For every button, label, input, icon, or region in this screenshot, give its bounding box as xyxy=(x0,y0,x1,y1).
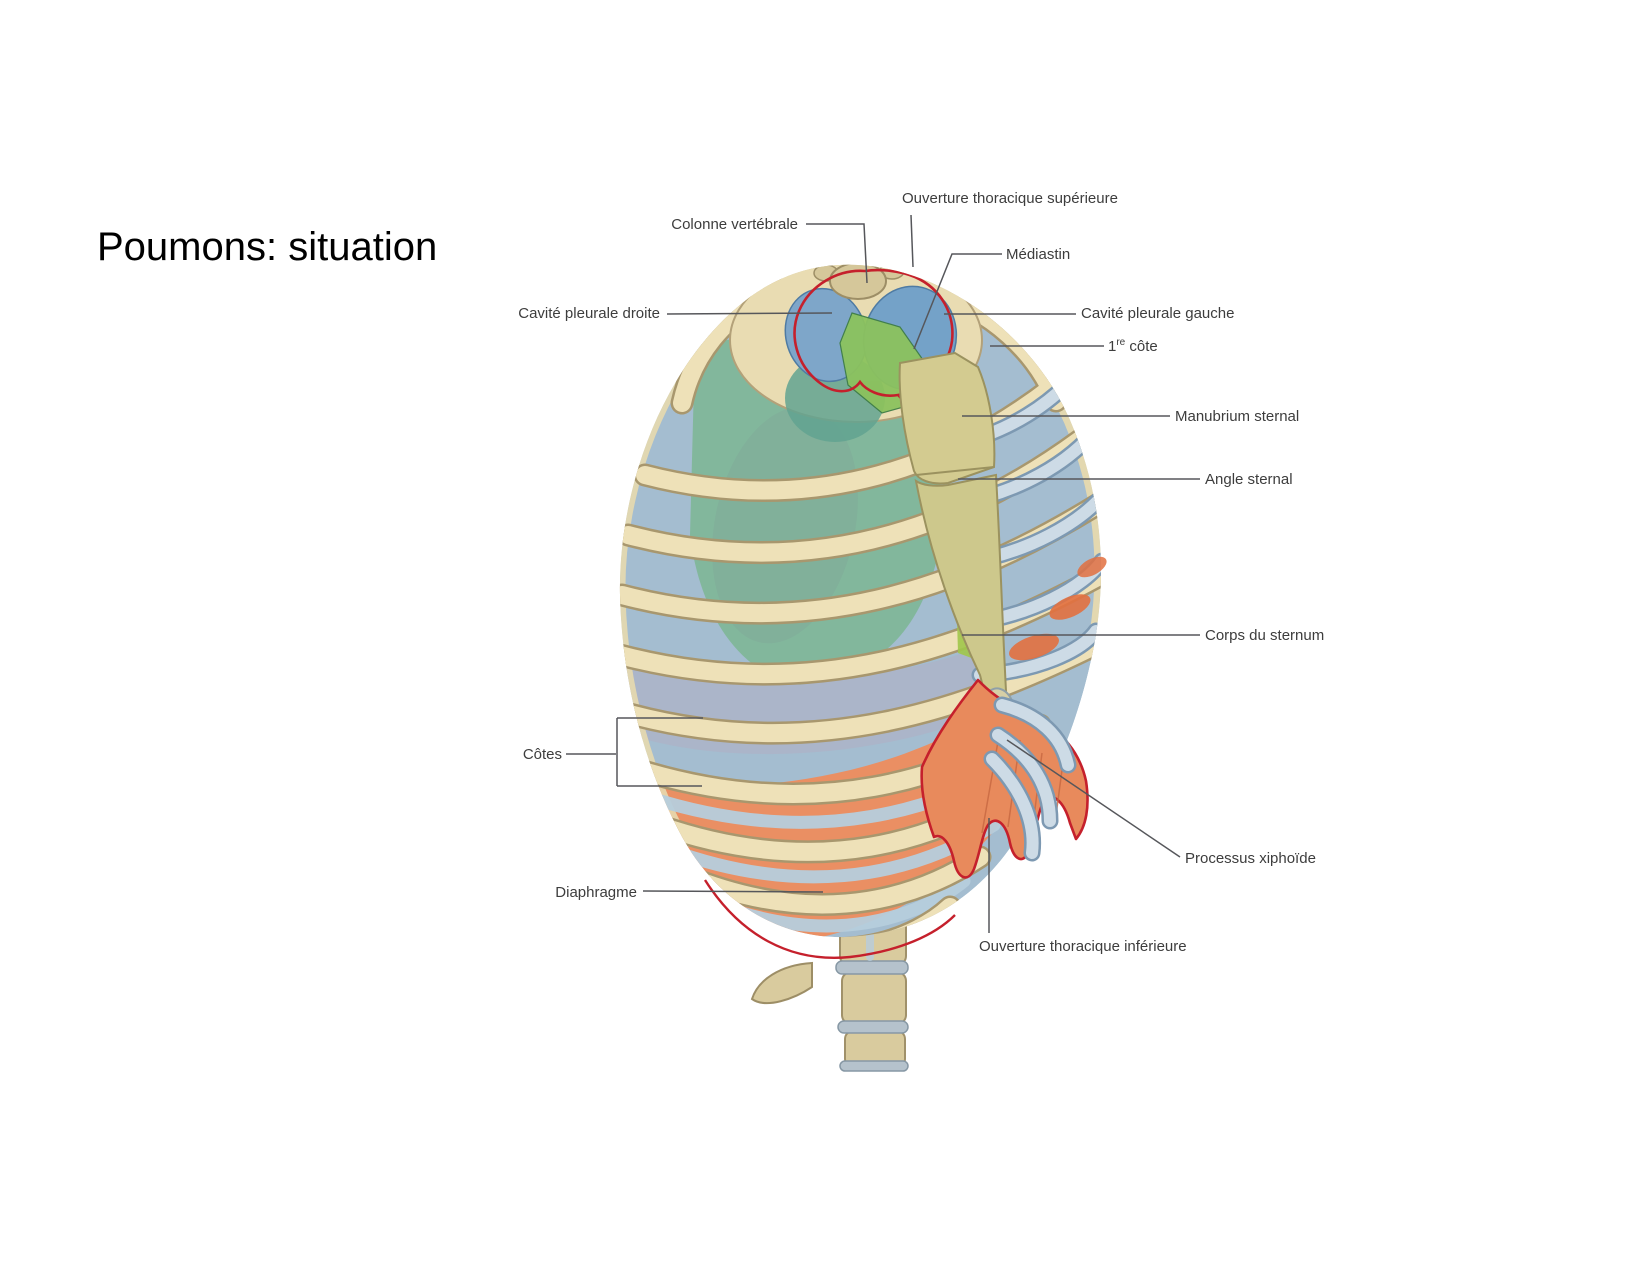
label-angle-sternal: Angle sternal xyxy=(1205,471,1293,488)
label-diaphragme: Diaphragme xyxy=(555,884,637,901)
vertebra-t1 xyxy=(829,264,887,300)
label-corps-du-sternum: Corps du sternum xyxy=(1205,627,1325,644)
label-manubrium-sternal: Manubrium sternal xyxy=(1175,408,1300,425)
leader-lines xyxy=(566,214,1200,933)
label-cavite-pleurale-droite: Cavité pleurale droite xyxy=(518,305,660,322)
costal-margin-red xyxy=(703,879,956,959)
sternal-angle xyxy=(915,466,995,476)
label-cavite-pleurale-gauche: Cavité pleurale gauche xyxy=(1081,305,1235,322)
label-colonne-vertebrale: Colonne vertébrale xyxy=(671,216,798,233)
pleura-red-rim xyxy=(793,268,954,397)
label-mediastin: Médiastin xyxy=(1006,246,1071,263)
scapula-ghost xyxy=(712,406,858,644)
label-ouverture-inferieure: Ouverture thoracique inférieure xyxy=(979,938,1187,955)
label-cotes: Côtes xyxy=(522,746,562,763)
ribcage xyxy=(619,264,1107,959)
label-processus-xiphoide: Processus xiphoïde xyxy=(1185,850,1316,867)
page-title: Poumons: situation xyxy=(97,225,438,269)
label-premiere-cote: 1re côte xyxy=(1108,337,1158,356)
manubrium xyxy=(898,351,996,485)
label-ouverture-superieure: Ouverture thoracique supérieure xyxy=(902,190,1118,207)
